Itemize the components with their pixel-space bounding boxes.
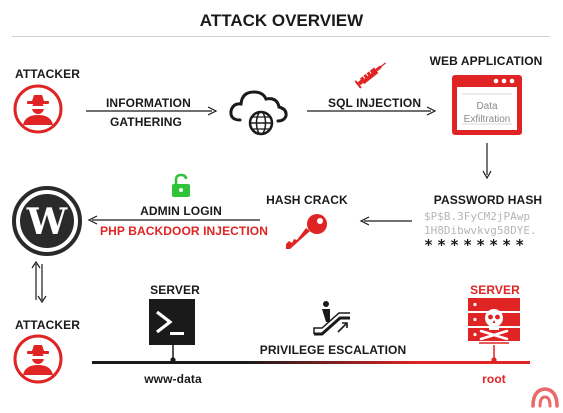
unlocked-padlock-icon [172, 173, 190, 197]
server-left-label: SERVER [150, 283, 200, 297]
server-left-connector [170, 345, 176, 363]
edge-php-backdoor-label: PHP BACKDOOR INJECTION [100, 224, 268, 238]
privilege-escalation-line [92, 361, 530, 364]
edge-sql-injection-label: SQL INJECTION [328, 96, 422, 110]
hacker-icon [13, 334, 63, 384]
browser-window-icon [452, 75, 522, 135]
edge-info-gathering-label-2: GATHERING [109, 115, 182, 129]
web-app-text-2: Exfiltration [463, 114, 511, 125]
hash-line-1: $P$B.3FyCM2jPAwp [424, 210, 530, 223]
brand-logo-icon [531, 387, 559, 408]
key-icon [286, 214, 327, 249]
attacker-top-label: ATTACKER [15, 67, 81, 81]
web-app-label: WEB APPLICATION [429, 54, 543, 68]
edge-admin-login-label: ADMIN LOGIN [140, 204, 222, 218]
attacker-bottom-label: ATTACKER [15, 318, 81, 332]
escalator-icon [313, 301, 350, 336]
server-right-user: root [482, 372, 506, 386]
server-left-user: www-data [144, 372, 202, 386]
hacker-icon [13, 84, 63, 134]
svg-text:W: W [26, 201, 68, 243]
arrow-info-gathering [86, 106, 218, 116]
edge-privilege-escalation-label: PRIVILEGE ESCALATION [259, 343, 407, 357]
edge-info-gathering-label-1: INFORMATION [106, 96, 191, 110]
web-app-text-1: Data [476, 101, 498, 112]
page-title: ATTACK OVERVIEW [199, 11, 364, 30]
terminal-icon [149, 299, 195, 345]
title-divider [12, 36, 550, 37]
double-arrow-wordpress-attacker [31, 260, 47, 304]
syringe-icon [354, 62, 387, 89]
cloud-globe-icon [229, 90, 288, 136]
skull-server-icon [468, 298, 520, 344]
arrow-crack-to-wordpress [87, 215, 260, 225]
arrow-webapp-to-hash [482, 143, 492, 180]
hash-crack-label: HASH CRACK [266, 193, 348, 207]
password-hash-label: PASSWORD HASH [433, 193, 543, 207]
hash-line-2: 1H8Dibwvkvg58DYE. [424, 224, 537, 237]
wordpress-icon: W [12, 186, 82, 256]
server-right-label: SERVER [470, 283, 520, 297]
arrow-hash-to-crack [359, 216, 412, 226]
hash-mask: ******** [424, 236, 529, 254]
server-right-connector [491, 345, 497, 363]
arrow-sql-injection [307, 106, 437, 116]
